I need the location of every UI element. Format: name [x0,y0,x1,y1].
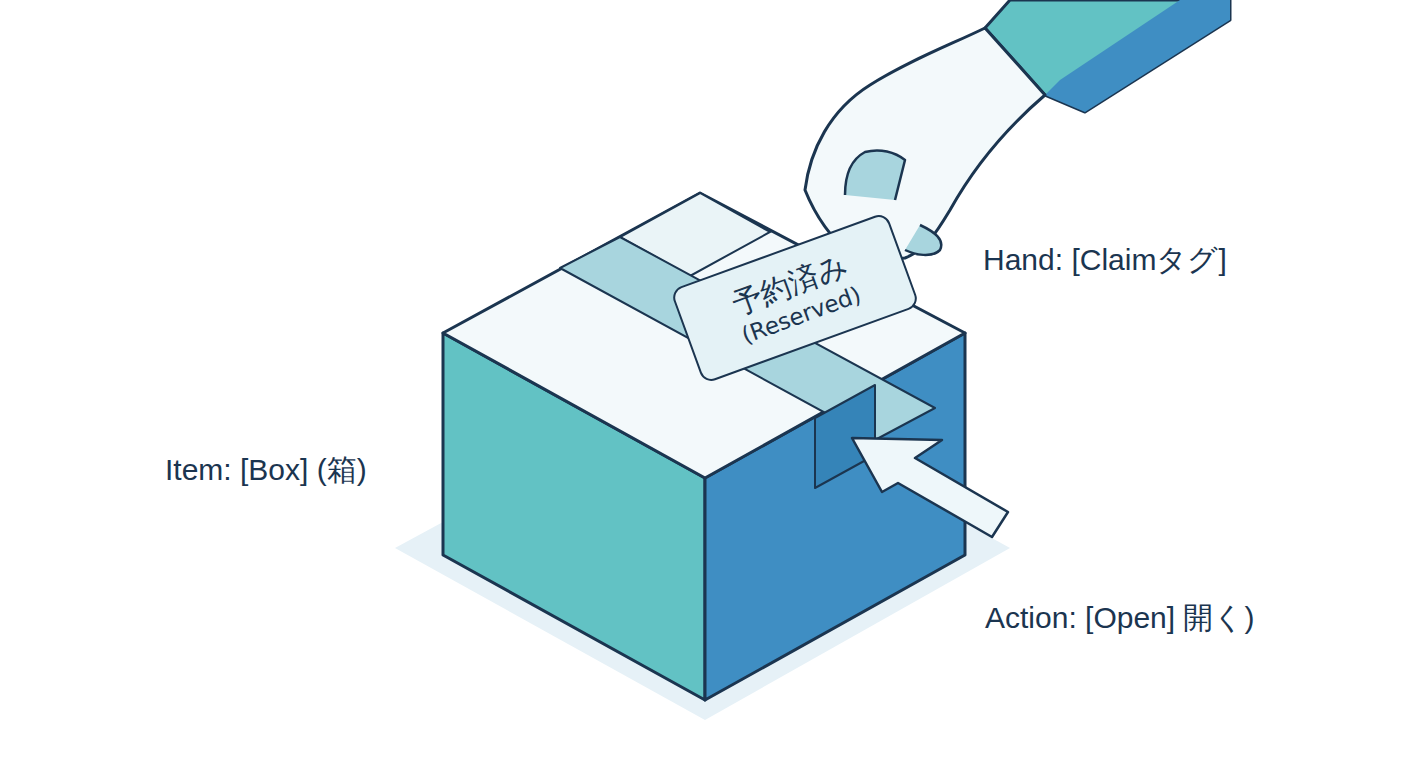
sleeve-shade [1045,0,1230,112]
tape-front [815,385,875,488]
open-arrow [852,438,1008,537]
callout-label: Hand: [Claimタグ] [983,242,1227,278]
thumb [845,150,905,200]
callout-label: Item: [Box] (箱) [165,452,367,488]
callout-label: Action: [Open] 開く) [985,600,1254,636]
finger [905,225,941,255]
box-top-face [443,193,965,478]
